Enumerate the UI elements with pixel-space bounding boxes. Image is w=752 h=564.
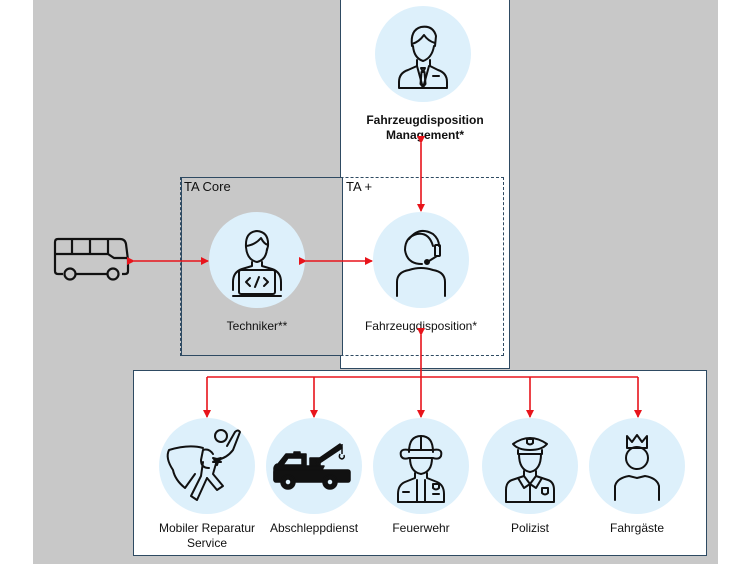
ta-core-label: TA Core	[184, 179, 231, 194]
mobile-repair-label-line2: Service	[186, 536, 227, 550]
superhero-icon	[166, 429, 241, 501]
management-label-line2: Management*	[385, 128, 465, 142]
technician-label: Techniker**	[226, 319, 288, 333]
police-node[interactable]	[482, 418, 578, 514]
police-officer-icon	[505, 437, 555, 503]
fire-node[interactable]	[373, 418, 469, 514]
mobile-repair-label-line1: Mobiler Reparatur	[158, 521, 256, 535]
bus-node[interactable]	[52, 236, 132, 282]
management-label: Fahrzeugdisposition Management*	[345, 113, 505, 143]
headset-operator-icon	[396, 229, 446, 297]
towing-label: Abschleppdienst	[269, 521, 359, 535]
ta-plus-group: TA +	[180, 177, 504, 356]
tow-truck-icon	[273, 443, 351, 490]
mobile-repair-node[interactable]	[159, 418, 255, 514]
management-node[interactable]	[375, 6, 471, 102]
police-label: Polizist	[510, 521, 549, 535]
towing-node[interactable]	[266, 418, 362, 514]
developer-laptop-icon	[232, 230, 282, 297]
mobile-repair-label: Mobiler Reparatur Service	[147, 521, 267, 551]
passengers-node[interactable]	[589, 418, 685, 514]
ta-plus-label: TA +	[346, 179, 373, 194]
technician-node[interactable]	[209, 212, 305, 308]
fire-label: Feuerwehr	[392, 521, 450, 535]
bus-icon	[53, 237, 130, 281]
firefighter-icon	[397, 435, 445, 503]
passengers-label: Fahrgäste	[609, 521, 665, 535]
management-label-line1: Fahrzeugdisposition	[366, 113, 484, 127]
dispatch-label: Fahrzeugdisposition*	[364, 319, 478, 333]
businessman-icon	[398, 25, 448, 89]
dispatch-node[interactable]	[373, 212, 469, 308]
crowned-person-icon	[614, 434, 660, 501]
